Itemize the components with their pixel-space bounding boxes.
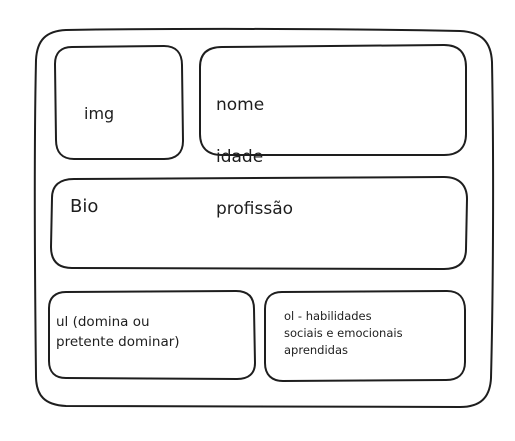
- bio-label: Bio: [70, 196, 99, 217]
- info-box: [199, 44, 467, 156]
- info-lines: nome idade profissão: [216, 66, 293, 248]
- outer-frame: [33, 27, 495, 408]
- image-placeholder-label: img: [84, 104, 115, 123]
- info-line-name: nome: [216, 95, 265, 115]
- bio-box: [50, 176, 468, 270]
- info-line-age: idade: [216, 147, 264, 167]
- soft-skills-label: ol - habilidades sociais e emocionais ap…: [284, 309, 403, 357]
- image-box: [54, 45, 184, 160]
- soft-skills-box: [264, 290, 466, 382]
- skills-label: ul (domina ou pretente dominar): [56, 314, 180, 350]
- skills-box: [48, 290, 256, 380]
- info-line-profession: profissão: [216, 199, 294, 219]
